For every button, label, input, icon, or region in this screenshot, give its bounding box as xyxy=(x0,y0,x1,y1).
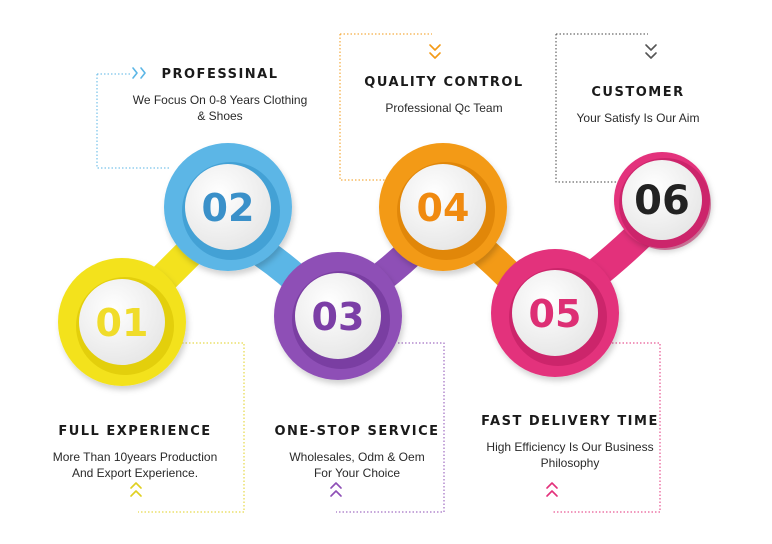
step-title-02: PROFESSINAL xyxy=(161,67,279,82)
connector-line-03 xyxy=(336,342,445,513)
double-chevron-icon xyxy=(429,44,441,59)
step-title-01: FULL EXPERIENCE xyxy=(58,424,212,439)
step-desc-03: Wholesales, Odm & Oem For Your Choice xyxy=(262,449,452,481)
step-inner-disc-01 xyxy=(79,279,165,365)
connector-line-04 xyxy=(339,33,432,181)
step-desc-04: Professional Qc Team xyxy=(344,100,544,116)
step-title-05: FAST DELIVERY TIME xyxy=(481,414,659,429)
step-circles: 01 02 03 04 05 06 xyxy=(58,143,711,386)
step-label-02: PROFESSINAL We Focus On 0-8 Years Clothi… xyxy=(100,67,340,124)
step-label-04: QUALITY CONTROL Professional Qc Team xyxy=(344,75,544,116)
step-title-06: CUSTOMER xyxy=(591,85,685,100)
step-label-03: ONE-STOP SERVICE Wholesales, Odm & Oem F… xyxy=(262,424,452,481)
step-inner-disc-03 xyxy=(295,273,381,359)
step-circle-01: 01 xyxy=(58,258,186,386)
step-circle-02: 02 xyxy=(164,143,292,271)
step-inner-disc-06 xyxy=(622,160,702,240)
step-circle-03: 03 xyxy=(274,252,402,380)
connector-lines xyxy=(96,33,661,513)
step-desc-04-line-1: Professional Qc Team xyxy=(385,101,503,115)
step-number-03: 03 xyxy=(312,295,365,339)
step-inner-disc-02 xyxy=(185,164,271,250)
step-desc-03-line-1: Wholesales, Odm & Oem xyxy=(289,450,425,464)
connector-line-06 xyxy=(555,33,648,183)
step-desc-05: High Efficiency Is Our Business Philosop… xyxy=(465,439,675,471)
step-title-04: QUALITY CONTROL xyxy=(364,75,524,90)
step-inner-disc-04 xyxy=(400,164,486,250)
step-label-06: CUSTOMER Your Satisfy Is Our Aim xyxy=(548,85,728,126)
step-label-01: FULL EXPERIENCE More Than 10years Produc… xyxy=(45,424,225,481)
step-desc-01-line-2: And Export Experience. xyxy=(71,466,199,480)
chevrons xyxy=(130,44,657,497)
step-number-05: 05 xyxy=(529,292,582,336)
step-desc-03-line-2: For Your Choice xyxy=(313,466,401,480)
step-desc-02-line-2: & Shoes xyxy=(197,109,243,123)
step-inner-disc-05 xyxy=(512,270,598,356)
double-chevron-icon xyxy=(130,482,142,497)
step-number-02: 02 xyxy=(202,186,255,230)
step-circle-04: 04 xyxy=(379,143,507,271)
step-number-04: 04 xyxy=(417,186,470,230)
step-desc-02-line-1: We Focus On 0-8 Years Clothing xyxy=(132,93,308,107)
step-desc-02: We Focus On 0-8 Years Clothing & Shoes xyxy=(100,92,340,124)
double-chevron-icon xyxy=(645,44,657,59)
step-desc-05-line-2: Philosophy xyxy=(540,456,600,470)
step-title-03: ONE-STOP SERVICE xyxy=(274,424,440,439)
step-number-06: 06 xyxy=(634,178,690,224)
step-circle-05: 05 xyxy=(491,249,619,377)
step-number-01: 01 xyxy=(96,301,149,345)
step-desc-01: More Than 10years Production And Export … xyxy=(45,449,225,481)
connector-line-01 xyxy=(138,342,245,513)
double-chevron-icon xyxy=(546,482,558,497)
step-label-05: FAST DELIVERY TIME High Efficiency Is Ou… xyxy=(465,414,675,471)
step-desc-06: Your Satisfy Is Our Aim xyxy=(548,110,728,126)
step-desc-01-line-1: More Than 10years Production xyxy=(52,450,218,464)
double-chevron-icon xyxy=(330,482,342,497)
connector-line-05 xyxy=(553,342,661,513)
double-chevron-icon xyxy=(132,67,146,79)
step-desc-05-line-1: High Efficiency Is Our Business xyxy=(486,440,654,454)
step-desc-06-line-1: Your Satisfy Is Our Aim xyxy=(576,111,700,125)
step-circle-06: 06 xyxy=(614,152,711,250)
